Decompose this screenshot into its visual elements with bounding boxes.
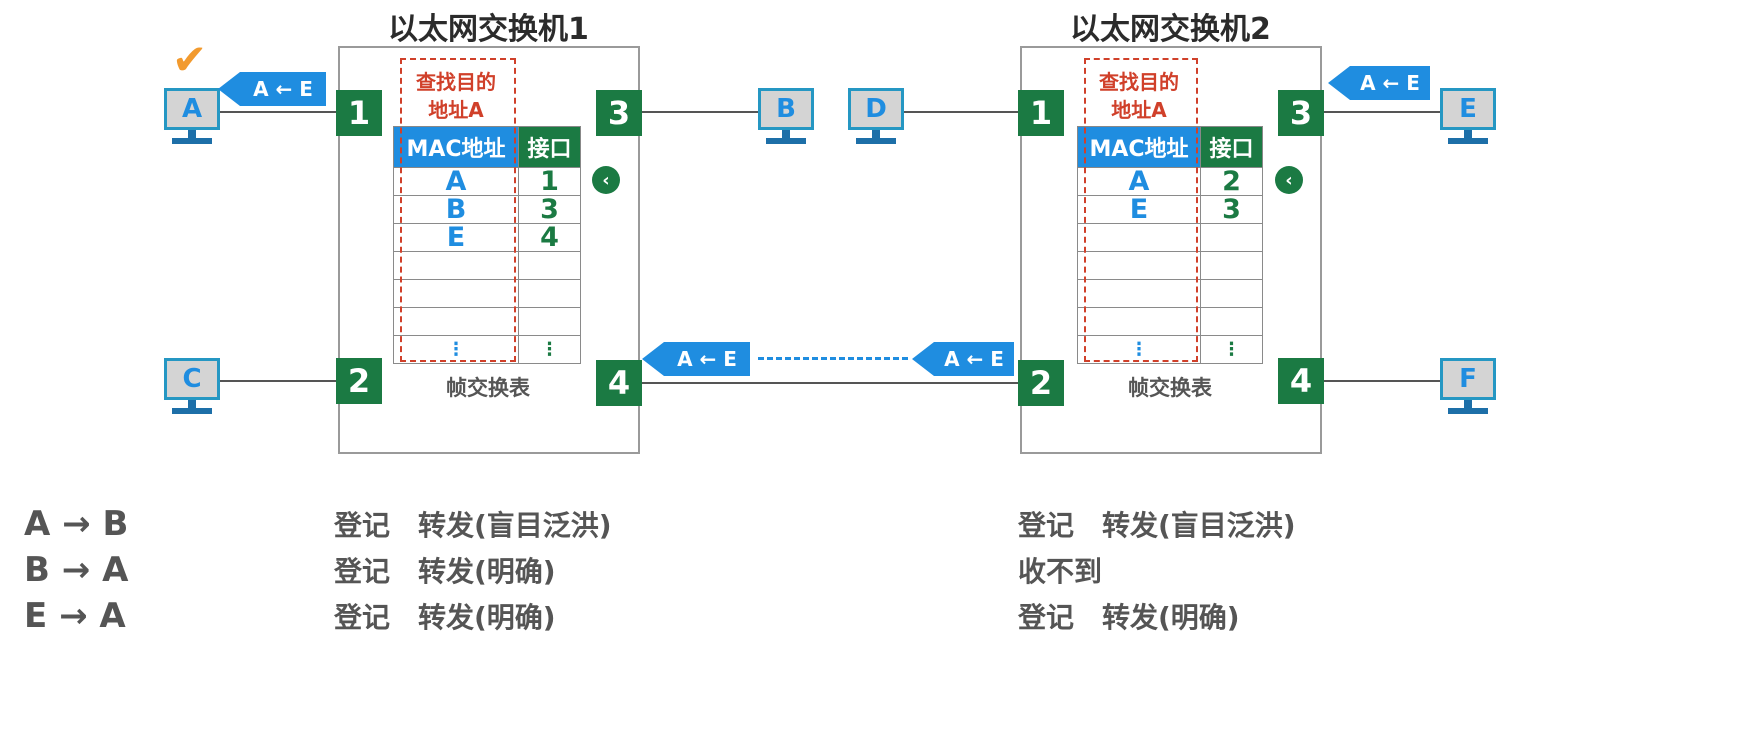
switch2-lookup-text: 查找目的地址A — [1099, 70, 1179, 122]
port-header: 接口 — [518, 126, 581, 168]
switch1-lookup-highlight — [400, 58, 516, 362]
switch1-action-3: 登记 转发(明确) — [334, 601, 556, 634]
switch2-action-3: 登记 转发(明确) — [1018, 601, 1240, 634]
switch1-title: 以太网交换机1 — [388, 12, 589, 47]
host-b[interactable]: B — [758, 88, 814, 150]
switch2-title: 以太网交换机2 — [1070, 12, 1271, 47]
link-c-switch1 — [220, 380, 336, 382]
host-a[interactable]: A — [164, 88, 220, 150]
port-cell: 3 — [518, 195, 581, 224]
switch1-action-1: 登记 转发(盲目泛洪) — [334, 509, 612, 542]
host-e-label: E — [1440, 88, 1496, 130]
table-row — [1077, 223, 1263, 252]
switch1-port-2: 2 — [336, 358, 382, 404]
switch2-port-2: 2 — [1018, 360, 1064, 406]
port-cell: 1 — [518, 167, 581, 196]
host-a-label: A — [164, 88, 220, 130]
mac-header: MAC地址 — [393, 126, 519, 168]
link-switch1-switch2 — [642, 382, 1018, 384]
switch1-lookup-text: 查找目的地址A — [416, 70, 496, 122]
frame-tag-at-a: A ← E — [240, 72, 326, 106]
switch1-port-3: 3 — [596, 90, 642, 136]
switch2-action-1: 登记 转发(盲目泛洪) — [1018, 509, 1296, 542]
mac-cell — [1077, 251, 1201, 280]
host-c-label: C — [164, 358, 220, 400]
port-cell — [1200, 279, 1263, 308]
port-cell — [518, 279, 581, 308]
host-e[interactable]: E — [1440, 88, 1496, 150]
mac-cell: A — [393, 167, 519, 196]
switch1-table-caption: 帧交换表 — [446, 376, 530, 400]
link-switch2-f — [1324, 380, 1440, 382]
switch2-action-2: 收不到 — [1018, 555, 1103, 588]
port-cell: 3 — [1200, 195, 1263, 224]
table-row — [393, 279, 581, 308]
switch1-action-2: 登记 转发(明确) — [334, 555, 556, 588]
frame-tag-at-e: A ← E — [1350, 66, 1430, 100]
switch2-lookup-highlight — [1084, 58, 1198, 362]
switch2-port-4: 4 — [1278, 358, 1324, 404]
frame-travel-dashed-line — [758, 357, 908, 360]
table-row: ⋮⋮ — [393, 335, 581, 364]
table-row — [1077, 279, 1263, 308]
flow-label-1: A → B — [24, 504, 129, 544]
switch2-port-1: 1 — [1018, 90, 1064, 136]
port-cell — [1200, 307, 1263, 336]
ellipsis-cell: ⋮ — [1200, 335, 1263, 364]
mac-cell — [1077, 279, 1201, 308]
frame-tag-arrow-icon — [218, 72, 240, 106]
host-d[interactable]: D — [848, 88, 904, 150]
link-switch2-e — [1324, 111, 1440, 113]
table-row: ⋮⋮ — [1077, 335, 1263, 364]
port-header: 接口 — [1200, 126, 1263, 168]
port-cell — [518, 251, 581, 280]
host-f[interactable]: F — [1440, 358, 1496, 420]
frame-tag-arrow-icon — [1328, 66, 1350, 100]
link-switch1-b — [642, 111, 758, 113]
port-cell: 2 — [1200, 167, 1263, 196]
mac-cell: A — [1077, 167, 1201, 196]
chevron-left-icon[interactable]: ‹ — [1275, 166, 1303, 194]
ellipsis-cell: ⋮ — [518, 335, 581, 364]
switch2-port-3: 3 — [1278, 90, 1324, 136]
host-b-label: B — [758, 88, 814, 130]
mac-cell: E — [393, 223, 519, 252]
mac-header: MAC地址 — [1077, 126, 1201, 168]
frame-tag-at-switch1-port4: A ← E — [664, 342, 750, 376]
port-cell — [1200, 223, 1263, 252]
frame-tag-arrow-icon — [912, 342, 934, 376]
table-row — [393, 251, 581, 280]
port-cell: 4 — [518, 223, 581, 252]
frame-tag-at-switch2-port2: A ← E — [934, 342, 1014, 376]
port-cell — [518, 307, 581, 336]
ellipsis-cell: ⋮ — [1077, 335, 1201, 364]
switch2-box — [1020, 46, 1322, 454]
host-d-label: D — [848, 88, 904, 130]
link-a-switch1 — [220, 111, 336, 113]
mac-cell — [1077, 223, 1201, 252]
port-cell — [1200, 251, 1263, 280]
link-d-switch2 — [904, 111, 1018, 113]
switch2-table-caption: 帧交换表 — [1128, 376, 1212, 400]
flow-label-3: E → A — [24, 596, 126, 636]
switch1-port-4: 4 — [596, 360, 642, 406]
host-f-label: F — [1440, 358, 1496, 400]
checkmark-icon: ✔ — [172, 35, 208, 84]
frame-tag-arrow-icon — [642, 342, 664, 376]
switch1-port-1: 1 — [336, 90, 382, 136]
flow-label-2: B → A — [24, 550, 129, 590]
host-c[interactable]: C — [164, 358, 220, 420]
chevron-left-icon[interactable]: ‹ — [592, 166, 620, 194]
table-row — [1077, 307, 1263, 336]
